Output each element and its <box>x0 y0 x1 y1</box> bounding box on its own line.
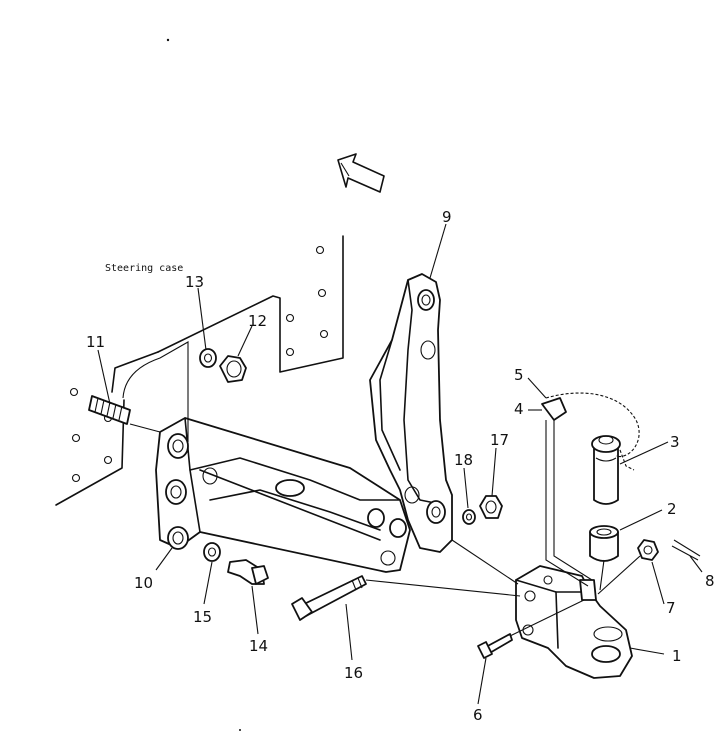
nut-part-7 <box>637 539 659 561</box>
callout-1: 1 <box>672 647 682 665</box>
clevis-block-part-1 <box>515 565 633 679</box>
callout-3: 3 <box>670 433 680 451</box>
callout-12: 12 <box>248 312 267 330</box>
callout-16: 16 <box>344 664 363 682</box>
callout-11: 11 <box>86 333 105 351</box>
speck <box>239 729 241 731</box>
leader-lines <box>97 223 703 705</box>
speck <box>166 38 170 42</box>
callout-2: 2 <box>667 500 677 518</box>
bolt-part-6 <box>477 633 513 659</box>
callout-9: 9 <box>442 208 452 226</box>
callout-10: 10 <box>134 574 153 592</box>
callout-15: 15 <box>193 608 212 626</box>
nut-part-12 <box>219 355 247 383</box>
front-direction-arrow-icon <box>337 153 385 193</box>
pin-part-3 <box>591 435 621 505</box>
clip-part-4 <box>541 397 567 421</box>
steering-case-plate-right <box>157 235 344 373</box>
callout-4: 4 <box>514 400 524 418</box>
callout-13: 13 <box>185 273 204 291</box>
washer-part-18 <box>462 509 476 525</box>
bracket-part-10 <box>155 417 411 573</box>
bolt-part-14 <box>227 559 269 585</box>
chain-part-5 <box>545 392 640 471</box>
callout-8: 8 <box>705 572 715 590</box>
callout-18: 18 <box>454 451 473 469</box>
washer-part-13 <box>199 348 217 368</box>
arm-part-9 <box>369 273 453 553</box>
callout-17: 17 <box>490 431 509 449</box>
bolt-part-16 <box>291 575 367 621</box>
callout-6: 6 <box>473 706 483 724</box>
nut-part-17 <box>479 495 503 519</box>
callout-14: 14 <box>249 637 268 655</box>
cotter-pin-part-8 <box>671 539 701 561</box>
steering-case-caption: Steering case <box>105 263 183 274</box>
callout-7: 7 <box>666 599 676 617</box>
steering-case-plate-left <box>55 351 159 506</box>
washer-part-15 <box>203 542 221 562</box>
stud-part-11 <box>88 395 131 425</box>
bushing-part-2 <box>589 525 619 562</box>
assembly-guide-lines <box>122 341 641 637</box>
callout-5: 5 <box>514 366 524 384</box>
